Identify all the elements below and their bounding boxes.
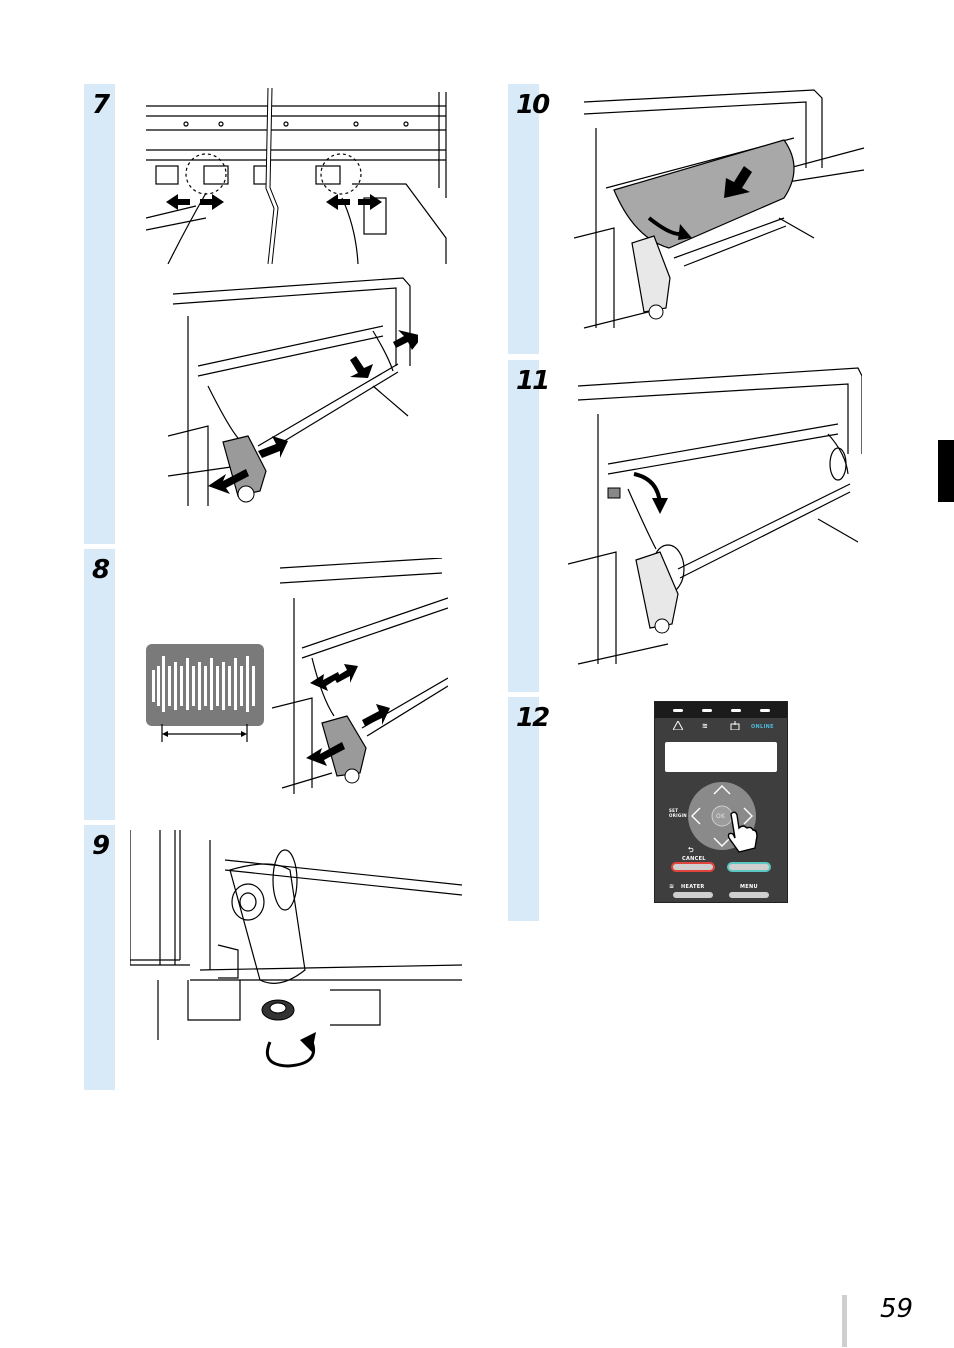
led-indicator — [673, 709, 683, 712]
step-9-number: 9 — [92, 831, 110, 861]
ok-button[interactable]: OK — [716, 813, 726, 820]
step-10-number: 10 — [516, 90, 550, 120]
heater-label: HEATER — [681, 884, 705, 890]
enter-button[interactable] — [729, 864, 769, 870]
step-9-bar: 9 — [84, 825, 115, 1090]
set-origin-label: SET ORIGIN — [669, 808, 687, 818]
heater-button[interactable] — [673, 892, 713, 898]
step-10-bar: 10 — [508, 84, 550, 354]
back-arrow-icon: ⮌ — [688, 846, 694, 854]
cancel-button[interactable] — [673, 864, 713, 870]
panel-display — [665, 742, 777, 772]
step-12-bar: 12 — [508, 697, 550, 921]
step-8-illustration-roll-holder — [272, 558, 448, 798]
control-panel: ≋ ONLINE SET ORIGIN OK ⮌ CANCEL ≋ HEATER… — [654, 701, 788, 903]
cancel-label: CANCEL — [682, 856, 706, 862]
step-12-number: 12 — [516, 703, 550, 733]
step-7-number: 7 — [92, 90, 110, 120]
page-number: 59 — [880, 1294, 914, 1324]
step-7-illustration-rail — [146, 88, 462, 264]
step-9-illustration-knob — [130, 830, 462, 1074]
led-indicator — [731, 709, 741, 712]
led-indicator — [760, 709, 770, 712]
step-8-width-gauge — [146, 644, 264, 744]
heater-status-icon: ≋ — [702, 722, 709, 730]
step-7-illustration-roll-holders — [168, 276, 418, 520]
ink-status-icon — [730, 721, 740, 730]
online-indicator-label: ONLINE — [751, 724, 774, 730]
led-indicator — [702, 709, 712, 712]
step-11-number: 11 — [516, 366, 550, 396]
step-10-illustration-attach-media — [574, 88, 866, 338]
menu-button[interactable] — [729, 892, 769, 898]
heater-icon: ≋ — [669, 883, 675, 890]
step-7-bar: 7 — [84, 84, 115, 544]
step-8-bar: 8 — [84, 549, 115, 820]
chapter-tab-marker — [938, 440, 954, 502]
page-number-rule — [842, 1295, 847, 1347]
menu-label: MENU — [740, 884, 758, 890]
hand-pointer-icon — [727, 811, 758, 853]
step-11-illustration-take-up — [568, 364, 862, 672]
step-11-bar: 11 — [508, 360, 550, 692]
panel-led-bar — [655, 702, 787, 718]
warning-icon — [673, 721, 683, 730]
step-8-number: 8 — [92, 555, 110, 585]
